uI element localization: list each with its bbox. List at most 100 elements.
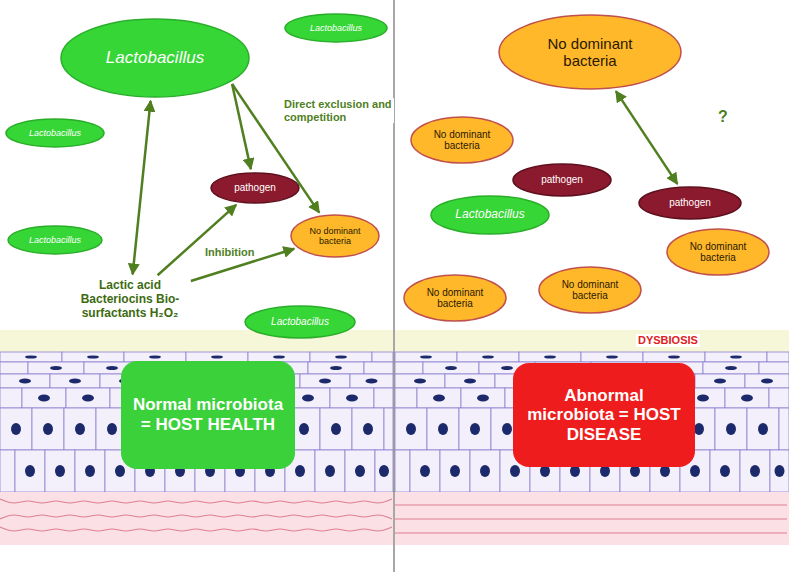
cell-nucleus bbox=[363, 423, 373, 435]
connective-fiber bbox=[395, 518, 787, 519]
cell-nucleus bbox=[69, 379, 81, 384]
epithelial-cell bbox=[457, 352, 519, 362]
epithelial-cell bbox=[759, 362, 789, 374]
node-text: pathogen bbox=[234, 182, 276, 194]
epithelial-cell bbox=[384, 408, 393, 450]
outcome-box: Normal microbiota = HOST HEALTH bbox=[120, 360, 296, 470]
cell-nucleus bbox=[115, 465, 125, 477]
cell-nucleus bbox=[720, 465, 730, 477]
epithelial-cell bbox=[248, 352, 310, 362]
cell-nucleus bbox=[697, 395, 709, 402]
cell-nucleus bbox=[299, 423, 309, 435]
cell-nucleus bbox=[366, 379, 378, 384]
cell-nucleus bbox=[450, 465, 460, 477]
cell-nucleus bbox=[319, 379, 331, 384]
ellipse-outline bbox=[411, 117, 513, 163]
mucus-layer bbox=[395, 330, 789, 352]
bacterium-ellipse: Lactobacillus bbox=[60, 18, 250, 98]
cell-nucleus bbox=[38, 395, 50, 402]
epithelial-cell bbox=[50, 374, 100, 388]
cell-nucleus bbox=[420, 355, 432, 358]
epithelial-cell bbox=[300, 374, 350, 388]
bacterium-ellipse: No dominant bacteria bbox=[498, 14, 682, 90]
node-text: Lactobacillus bbox=[106, 48, 204, 68]
node-text: No dominant bacteria bbox=[431, 129, 493, 152]
ellipse-outline bbox=[639, 187, 741, 219]
ellipse-outline bbox=[499, 15, 681, 89]
cell-nucleus bbox=[725, 366, 737, 370]
cell-nucleus bbox=[758, 423, 768, 435]
cell-nucleus bbox=[302, 395, 314, 402]
bacterium-ellipse: No dominant bacteria bbox=[403, 274, 507, 322]
cell-nucleus bbox=[106, 366, 118, 370]
epithelial-cell bbox=[124, 352, 186, 362]
cell-nucleus bbox=[355, 465, 365, 477]
epithelial-cell bbox=[395, 352, 457, 362]
epithelial-cell bbox=[470, 450, 500, 492]
epithelium-ground bbox=[0, 352, 393, 492]
epithelial-cell bbox=[769, 388, 789, 408]
box-outline bbox=[513, 363, 695, 467]
epithelial-cell bbox=[308, 362, 364, 374]
cell-nucleus bbox=[25, 355, 37, 358]
cell-nucleus bbox=[330, 366, 342, 370]
epithelial-cell bbox=[375, 450, 393, 492]
panel-divider bbox=[393, 0, 395, 572]
arrow-connector bbox=[158, 205, 237, 275]
cell-nucleus bbox=[273, 355, 285, 358]
cell-nucleus bbox=[406, 423, 416, 435]
epithelium-ground bbox=[395, 352, 789, 492]
node-text: Lactobacillus bbox=[29, 128, 81, 138]
epithelial-cell bbox=[395, 408, 427, 450]
cell-nucleus bbox=[379, 465, 389, 477]
node-text: pathogen bbox=[669, 197, 711, 209]
cell-nucleus bbox=[730, 355, 742, 358]
arrow-connector bbox=[133, 101, 151, 274]
ellipse-outline bbox=[291, 215, 379, 257]
epithelial-cell bbox=[75, 450, 105, 492]
cell-nucleus bbox=[335, 355, 347, 358]
node-text: No dominant bacteria bbox=[424, 287, 486, 310]
cell-nucleus bbox=[694, 423, 704, 435]
cell-nucleus bbox=[82, 395, 94, 402]
connective-fiber bbox=[395, 504, 787, 505]
epithelial-cell bbox=[0, 374, 50, 388]
epithelial-cell bbox=[0, 450, 15, 492]
epithelial-cell bbox=[519, 352, 581, 362]
ellipse-outline bbox=[667, 229, 769, 275]
epithelial-cell bbox=[22, 388, 66, 408]
epithelial-cell bbox=[417, 388, 461, 408]
epithelial-cell bbox=[352, 408, 384, 450]
basement-layer bbox=[395, 492, 789, 545]
epithelial-cell bbox=[45, 450, 75, 492]
cell-nucleus bbox=[502, 423, 512, 435]
outcome-box: Abnormal microbiota = HOST DISEASE bbox=[512, 362, 696, 468]
cell-nucleus bbox=[433, 395, 445, 402]
cell-nucleus bbox=[477, 395, 489, 402]
ellipse-outline bbox=[6, 119, 104, 147]
connective-fiber bbox=[0, 515, 392, 519]
cell-nucleus bbox=[690, 465, 700, 477]
epithelial-cell bbox=[745, 374, 789, 388]
epithelial-cell bbox=[28, 362, 84, 374]
cell-nucleus bbox=[325, 465, 335, 477]
epithelial-cell bbox=[315, 450, 345, 492]
cell-nucleus bbox=[482, 355, 494, 358]
epithelial-cell bbox=[0, 362, 28, 374]
cell-nucleus bbox=[19, 379, 31, 384]
epithelial-cell bbox=[459, 408, 491, 450]
epithelial-cell bbox=[395, 450, 410, 492]
epithelial-cell bbox=[715, 408, 747, 450]
node-text: No dominant bacteria bbox=[687, 241, 749, 264]
epithelial-cell bbox=[64, 408, 96, 450]
cell-nucleus bbox=[75, 423, 85, 435]
ellipse-outline bbox=[285, 14, 387, 42]
cell-nucleus bbox=[480, 465, 490, 477]
epithelial-cell bbox=[330, 388, 374, 408]
epithelial-cell bbox=[0, 388, 22, 408]
box-outline bbox=[121, 361, 295, 469]
node-text: Lactobacillus bbox=[29, 235, 81, 245]
node-text: Lactobacillus bbox=[271, 316, 329, 328]
bacterium-ellipse: No dominant bacteria bbox=[410, 116, 514, 164]
cell-nucleus bbox=[85, 465, 95, 477]
